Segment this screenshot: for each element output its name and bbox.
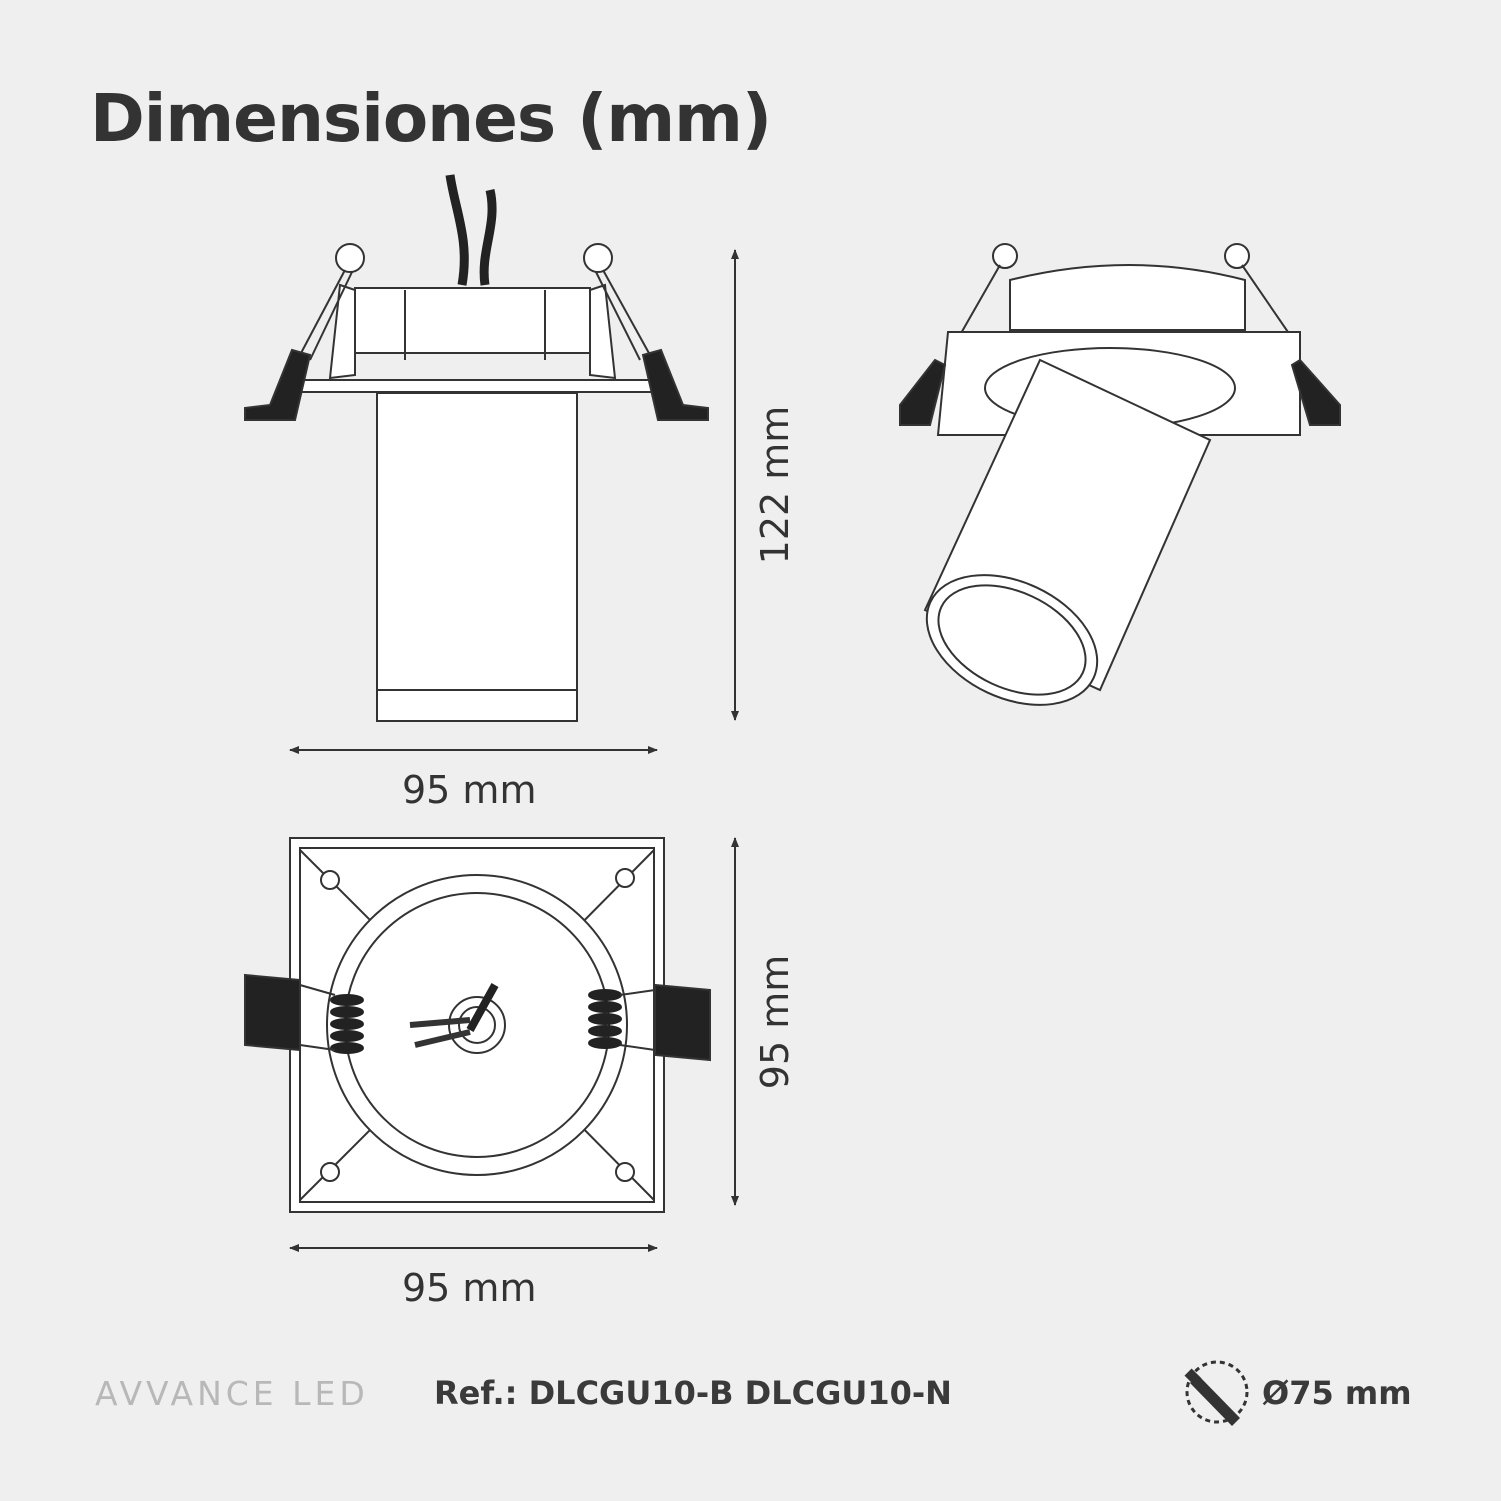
perspective-driver — [1009, 264, 1246, 331]
dim-top-width-label: 95 mm — [402, 1266, 537, 1310]
cut-diameter: Ø75 mm — [1262, 1374, 1412, 1412]
wire-left — [445, 174, 469, 286]
spring-coil-right — [588, 989, 622, 1049]
cylinder-opening — [925, 574, 1099, 706]
dim-side-height-label: 122 mm — [753, 405, 797, 565]
top-view — [244, 837, 711, 1213]
spring-left — [335, 243, 365, 273]
flange — [289, 379, 661, 393]
brand-logo: AVVANCE LED — [95, 1374, 369, 1413]
top-clip-left — [244, 973, 301, 1052]
spring-right — [583, 243, 613, 273]
clip-right — [641, 348, 709, 421]
product-reference: Ref.: DLCGU10-B DLCGU10-N — [434, 1374, 952, 1412]
dim-side-width-label: 95 mm — [402, 768, 537, 812]
wire-right — [479, 189, 497, 286]
dim-top-height-label: 95 mm — [753, 954, 797, 1090]
clip-left — [244, 348, 312, 421]
spring-coil-left — [330, 994, 364, 1054]
saw-cut-circle-icon — [1184, 1360, 1249, 1426]
perspective-view — [899, 243, 1341, 706]
driver-housing — [354, 287, 591, 354]
page-title: Dimensiones (mm) — [90, 80, 772, 157]
side-view — [244, 174, 709, 722]
top-clip-right — [654, 983, 711, 1062]
lamp-body — [376, 392, 578, 722]
